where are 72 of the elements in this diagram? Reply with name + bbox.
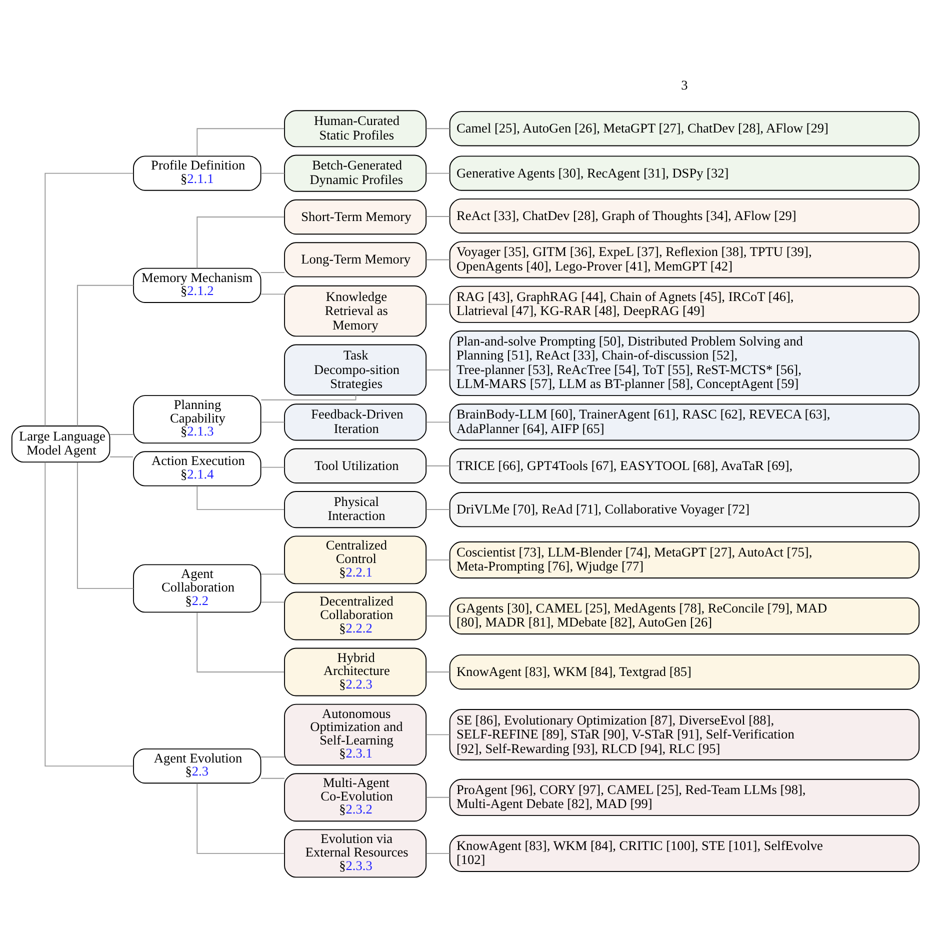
connector [44, 172, 134, 426]
connector [196, 128, 285, 156]
connector [260, 172, 285, 174]
connector [426, 464, 450, 466]
node-box: Centralized Control §2.2.1 [284, 535, 427, 584]
node-box: ReAct [33], ChatDev [28], Graph of Thoughts [34], AFlow [29] [449, 198, 920, 234]
node-box: Planning Capability §2.1.3 [133, 394, 262, 444]
node-box: Autonomous Optimization and Self-Learning §2.3.1 [284, 703, 427, 766]
connector [260, 756, 285, 757]
connector [260, 573, 285, 574]
node-box: KnowAgent [83], WKM [84], Textgrad [85] [449, 654, 920, 690]
node-box: ProAgent [96], CORY [97], CAMEL [25], Red-Team LLMs [98], Multi-Agent Debate [82], MAD [99] [449, 778, 920, 816]
connector [260, 272, 285, 273]
connector [426, 734, 450, 735]
connector [260, 777, 285, 778]
node-box: Action Execution §2.1.4 [133, 450, 262, 486]
connector [426, 172, 450, 174]
node-box: Profile Definition §2.1.1 [133, 155, 262, 190]
connector [110, 456, 134, 457]
node-box: Short-Term Memory [284, 198, 427, 234]
connector [426, 508, 450, 510]
node-box: Voyager [35], GITM [36], ExpeL [37], Reflexion [38], TPTU [39], OpenAgents [40], Lego-Prover [41], MemGPT [42] [449, 240, 920, 278]
connector [426, 558, 450, 560]
node-box: Knowledge Retrieval as Memory [284, 284, 427, 336]
node-box: Betch-Generated Dynamic Profiles [284, 154, 427, 192]
connector [44, 461, 134, 766]
node-box: Hybrid Architecture §2.2.3 [284, 647, 427, 696]
node-box: SE [86], Evolutionary Optimization [87], DiverseEvol [88], SELF-REFINE [89], STaR [90], V-STaR [91], Self-Verification [92], Self-Rewarding [93], RLCD [94], RLC [95] [449, 708, 920, 760]
node-box: Plan-and-solve Prompting [50], Distributed Problem Solving and Planning [51], ReAct [33], Chain-of-discussion [52], Tree-planner [53], ReAcTree [54], ToT [55], ReST-MCTS* [56], LLM-MARS [57], LLM as BT-planner [58], ConceptAgent [59] [449, 330, 920, 396]
node-box: Agent Collaboration §2.2 [133, 564, 262, 612]
node-box: Feedback-Driven Iteration [284, 403, 427, 440]
node-box: Task Decompo-sition Strategies [284, 344, 427, 396]
connector [426, 128, 450, 129]
node-box: KnowAgent [83], WKM [84], CRITIC [100], STE [101], SelfEvolve [102] [449, 834, 920, 872]
node-box: TRICE [66], GPT4Tools [67], EASYTOOL [68], AvaTaR [69], [449, 448, 920, 483]
node-box: Generative Agents [30], RecAgent [31], DSPy [32] [449, 155, 920, 190]
node-box: Long-Term Memory [284, 242, 427, 277]
label: 3 [681, 76, 688, 92]
connector [260, 394, 356, 400]
connector [426, 421, 450, 422]
connector [426, 796, 450, 798]
node-box: Multi-Agent Co-Evolution §2.3.2 [284, 772, 427, 822]
node-box: Tool Utilization [284, 448, 427, 483]
node-box: DriVLMe [70], ReAd [71], Collaborative Voyager [72] [449, 492, 920, 527]
connector [196, 612, 285, 672]
node-box: GAgents [30], CAMEL [25], MedAgents [78], ReConcile [79], MAD [80], MADR [81], MDebate [82], AutoGen [26] [449, 596, 920, 634]
node-box: Large Language Model Agent [11, 425, 110, 462]
node-box: BrainBody-LLM [60], TrainerAgent [61], RASC [62], REVECA [63], AdaPlanner [64], AIFP [65] [449, 403, 920, 440]
node-box: RAG [43], GraphRAG [44], Chain of Agnets [45], IRCoT [46], Llatrieval [47], KG-RAR [48], DeepRAG [49] [449, 285, 920, 322]
connector [426, 671, 450, 672]
node-box: Physical Interaction [284, 490, 427, 528]
connector [426, 852, 450, 854]
node-box: Memory Mechanism §2.1.2 [133, 267, 262, 302]
node-box: Coscientist [73], LLM-Blender [74], MetaGPT [27], AutoAct [75], Meta-Prompting [76], Wjudge [77] [449, 540, 920, 578]
connector [260, 466, 285, 468]
connector [196, 216, 285, 268]
node-box: Decentralized Collaboration §2.2.2 [284, 591, 427, 640]
connector [260, 421, 285, 422]
connector [426, 258, 450, 260]
connector [196, 782, 285, 854]
connector [426, 368, 450, 370]
connector [426, 615, 450, 616]
node-box: Human-Curated Static Profiles [284, 110, 427, 147]
node-box: Evolution via External Resources §2.3.3 [284, 828, 427, 878]
connector [76, 284, 134, 426]
connector [196, 485, 285, 510]
node-box: Agent Evolution §2.3 [133, 748, 262, 784]
node-box: Camel [25], AutoGen [26], MetaGPT [27], ChatDev [28], AFlow [29] [449, 110, 920, 146]
connector [260, 601, 285, 602]
connector [76, 461, 134, 588]
connector [260, 293, 285, 294]
connector [426, 303, 450, 304]
